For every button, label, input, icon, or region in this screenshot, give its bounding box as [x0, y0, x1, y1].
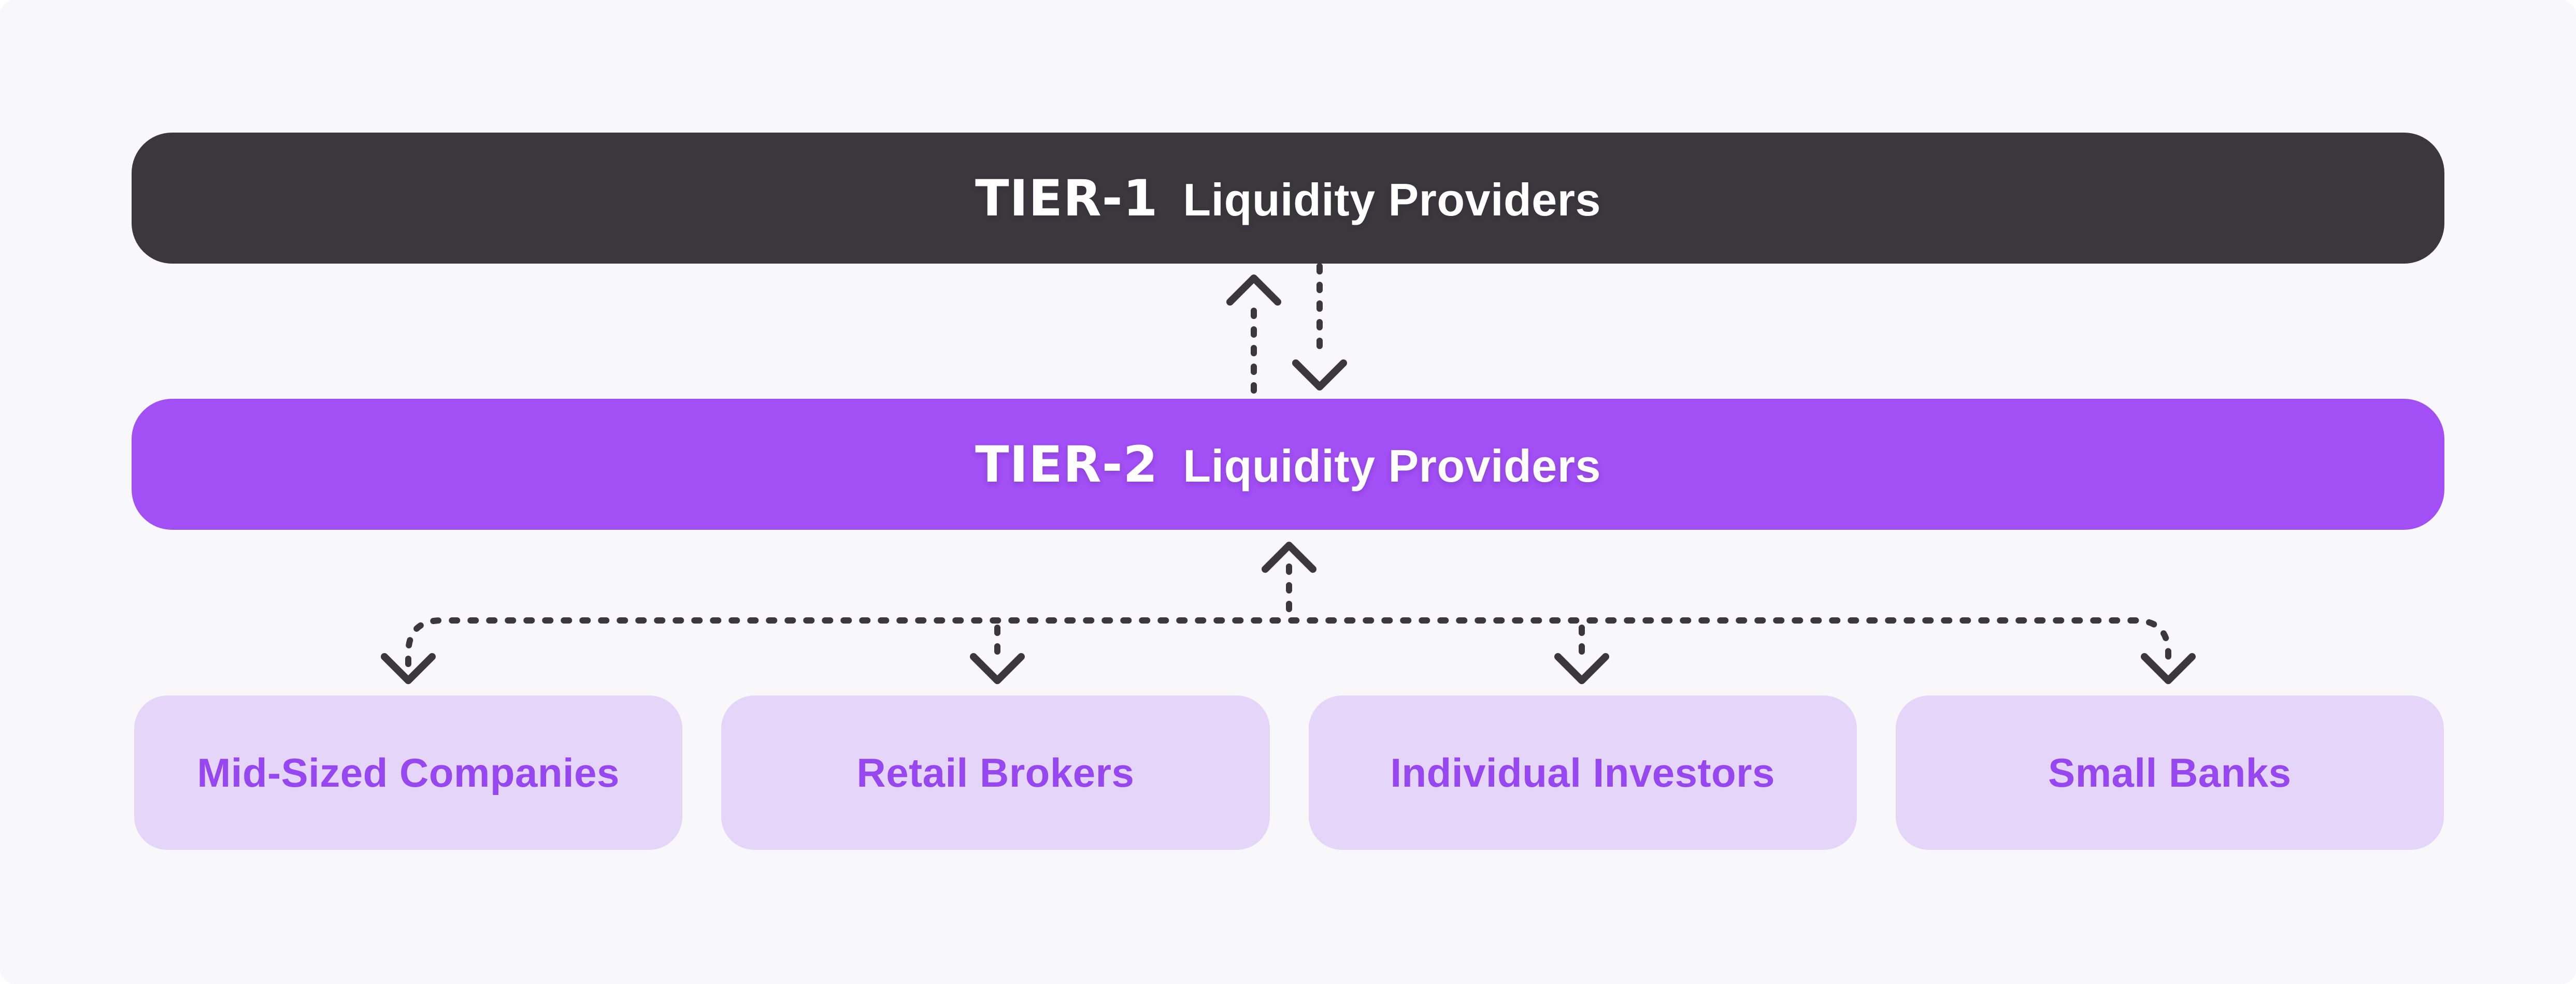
distribution-rail [405, 617, 2171, 667]
tier2-bar: TIER-2 Liquidity Providers [132, 399, 2444, 530]
arrow-up-nodes-to-tier2-icon [1262, 542, 1316, 573]
tier2-tag: TIER-2 [975, 435, 1158, 494]
node-individual-investors-label: Individual Investors [1390, 749, 1775, 795]
node-mid-sized-companies: Mid-Sized Companies [134, 696, 683, 850]
client-nodes-row: Mid-Sized Companies Retail Brokers Indiv… [134, 696, 2444, 850]
tier1-tag: TIER-1 [975, 169, 1158, 227]
arrow-down-mid-sized-companies-icon [381, 653, 436, 684]
tier2-label: Liquidity Providers [1183, 440, 1601, 491]
arrow-down-individual-investors-icon [1554, 653, 1609, 684]
node-retail-brokers: Retail Brokers [721, 696, 1270, 850]
node-retail-brokers-label: Retail Brokers [856, 749, 1135, 795]
tier1-bar: TIER-1 Liquidity Providers [132, 133, 2444, 264]
tier1-bar-text: TIER-1 Liquidity Providers [975, 169, 1601, 227]
node-mid-sized-companies-label: Mid-Sized Companies [197, 749, 620, 795]
node-small-banks: Small Banks [1895, 696, 2444, 850]
arrow-down-small-banks-icon [2141, 653, 2196, 684]
node-individual-investors: Individual Investors [1308, 696, 1857, 850]
node-small-banks-label: Small Banks [2048, 749, 2292, 795]
arrow-down-tier1-to-tier2-icon [1292, 359, 1347, 390]
arrow-up-tier2-to-tier1-icon [1226, 274, 1281, 306]
tier2-bar-text: TIER-2 Liquidity Providers [975, 436, 1601, 494]
tier1-label: Liquidity Providers [1183, 173, 1601, 225]
arrow-down-retail-brokers-icon [970, 653, 1025, 684]
